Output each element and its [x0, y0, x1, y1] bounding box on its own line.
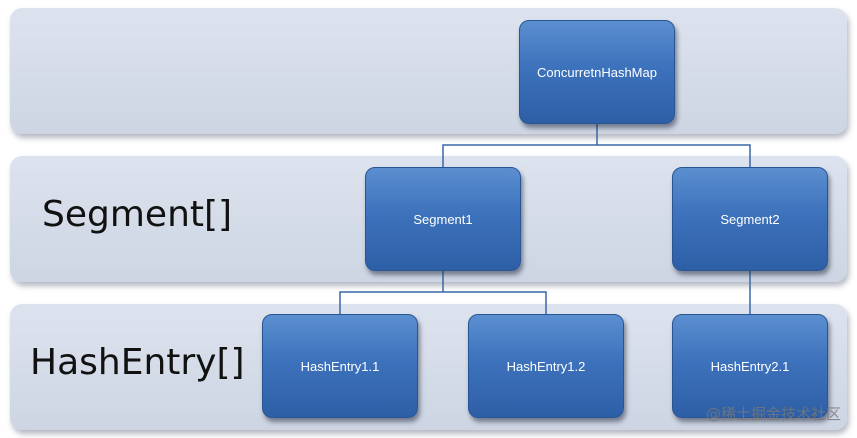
node-hashentry-2-1: HashEntry2.1 — [672, 314, 828, 418]
node-hashentry-1-2: HashEntry1.2 — [468, 314, 624, 418]
node-hashentry-1-1: HashEntry1.1 — [262, 314, 418, 418]
segment-array-label: Segment[] — [42, 194, 233, 235]
hashentry-array-label: HashEntry[] — [30, 342, 245, 383]
connector-root-to-segments — [442, 124, 751, 167]
node-segment2: Segment2 — [672, 167, 828, 271]
watermark: @稀土掘金技术社区 — [705, 405, 841, 423]
connector-segment1-to-entries — [339, 271, 547, 314]
node-concurrent-hashmap: ConcurretnHashMap — [519, 20, 675, 124]
node-segment1: Segment1 — [365, 167, 521, 271]
level-band-root — [10, 8, 847, 134]
